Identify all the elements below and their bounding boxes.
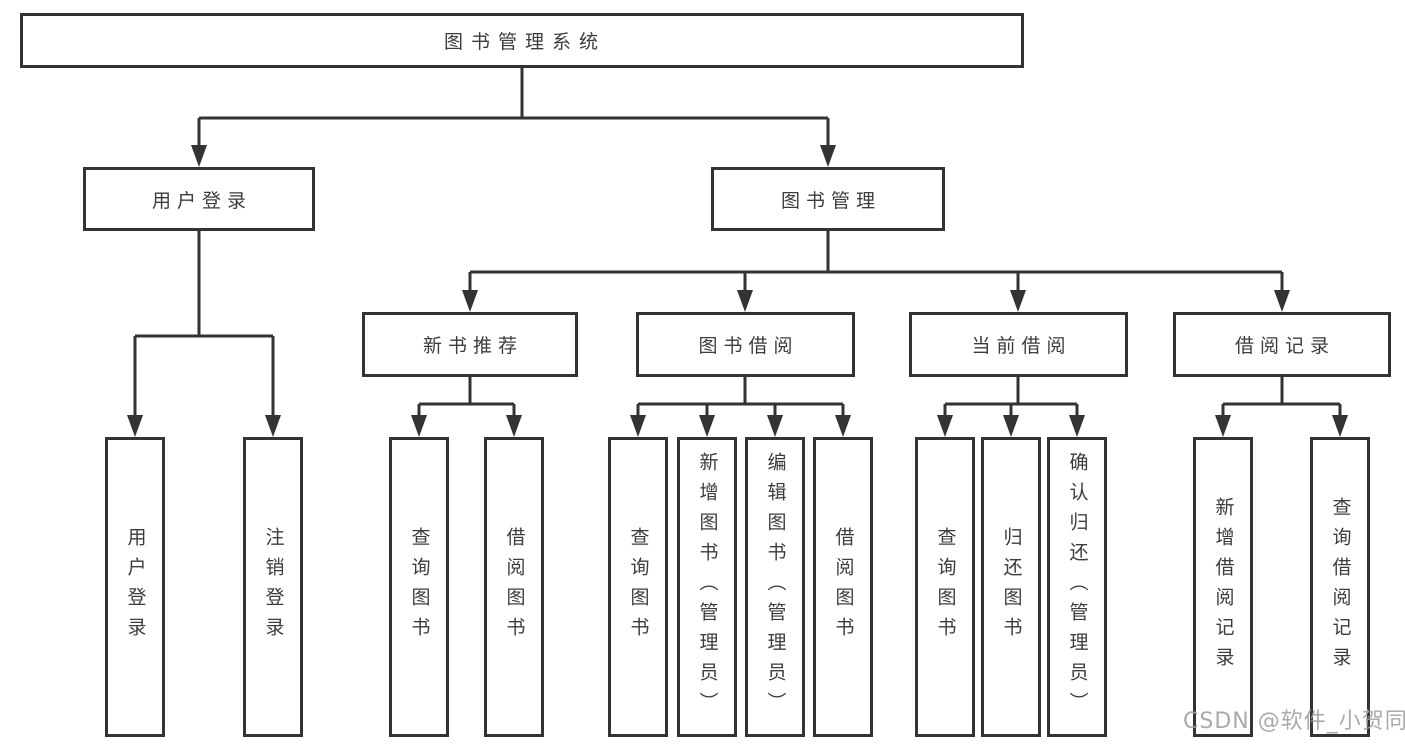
leaf-edit-books-admin: 编辑图书（管理员） [745, 437, 805, 737]
arrowhead [462, 290, 478, 312]
connector-user-login-to-children [127, 231, 281, 437]
leaf-label: 新增借阅记录 [1212, 497, 1235, 677]
connector-new-book-to-children [411, 377, 522, 437]
leaf-query-borrow-record: 查询借阅记录 [1310, 437, 1370, 737]
arrowhead [699, 415, 715, 437]
leaf-label: 借阅图书 [832, 527, 855, 647]
node-label: 图书管理系统 [443, 31, 606, 53]
leaf-confirm-return-admin: 确认归还（管理员） [1047, 437, 1107, 737]
arrowhead [1010, 290, 1026, 312]
arrowhead [127, 415, 143, 437]
arrowhead [1332, 415, 1348, 437]
arrowhead [835, 415, 851, 437]
node-library-management-system: 图书管理系统 [20, 13, 1024, 68]
arrowhead [411, 415, 427, 437]
arrowhead [767, 415, 783, 437]
arrowhead [630, 415, 646, 437]
node-book-management: 图书管理 [711, 167, 945, 231]
leaf-label: 查询图书 [408, 527, 431, 647]
leaf-borrow-books-recommend: 借阅图书 [484, 437, 544, 737]
leaf-add-books-admin: 新增图书（管理员） [677, 437, 737, 737]
connector-book-mgmt-to-level3 [462, 231, 1290, 312]
leaf-user-login: 用户登录 [105, 437, 165, 737]
leaf-label: 查询借阅记录 [1329, 497, 1352, 677]
leaf-logout: 注销登录 [243, 437, 303, 737]
connector-current-borrow-to-children [937, 377, 1085, 437]
leaf-add-borrow-record: 新增借阅记录 [1193, 437, 1253, 737]
leaf-query-books-recommend: 查询图书 [389, 437, 449, 737]
leaf-label: 确认归还（管理员） [1066, 452, 1089, 722]
arrowhead [1003, 415, 1019, 437]
leaf-label: 新增图书（管理员） [696, 452, 719, 722]
node-book-borrowing: 图书借阅 [636, 312, 855, 377]
leaf-label: 查询图书 [934, 527, 957, 647]
node-label: 新书推荐 [422, 335, 523, 357]
arrowhead [506, 415, 522, 437]
arrowhead [191, 145, 207, 167]
node-label: 图书借阅 [698, 335, 799, 357]
node-label: 图书管理 [780, 189, 881, 212]
leaf-return-books: 归还图书 [981, 437, 1041, 737]
leaf-label: 编辑图书（管理员） [764, 452, 787, 722]
node-label: 当前借阅 [971, 335, 1072, 357]
arrowhead [937, 415, 953, 437]
arrowhead [1274, 290, 1290, 312]
arrowhead [1215, 415, 1231, 437]
leaf-label: 归还图书 [1000, 527, 1023, 647]
leaf-label: 借阅图书 [503, 527, 526, 647]
arrowhead [820, 145, 836, 167]
csdn-watermark: CSDN @软件_小贺同学 [1183, 709, 1405, 734]
leaf-label: 用户登录 [124, 527, 147, 647]
node-label: 用户登录 [151, 189, 252, 212]
node-label: 借阅记录 [1234, 335, 1335, 357]
arrowhead [1069, 415, 1085, 437]
leaf-query-books-borrowing: 查询图书 [608, 437, 668, 737]
node-new-book-recommendation: 新书推荐 [362, 312, 578, 377]
leaf-borrow-books-borrowing: 借阅图书 [813, 437, 873, 737]
connector-root-to-level2 [191, 68, 836, 167]
connector-book-borrow-to-children [630, 377, 851, 437]
connector-borrow-record-to-children [1215, 377, 1348, 437]
node-user-login: 用户登录 [83, 167, 315, 231]
arrowhead [737, 290, 753, 312]
leaf-label: 查询图书 [627, 527, 650, 647]
node-current-borrowing: 当前借阅 [909, 312, 1128, 377]
leaf-label: 注销登录 [262, 527, 285, 647]
leaf-query-books-current: 查询图书 [915, 437, 975, 737]
arrowhead [265, 415, 281, 437]
node-borrowing-records: 借阅记录 [1173, 312, 1391, 377]
